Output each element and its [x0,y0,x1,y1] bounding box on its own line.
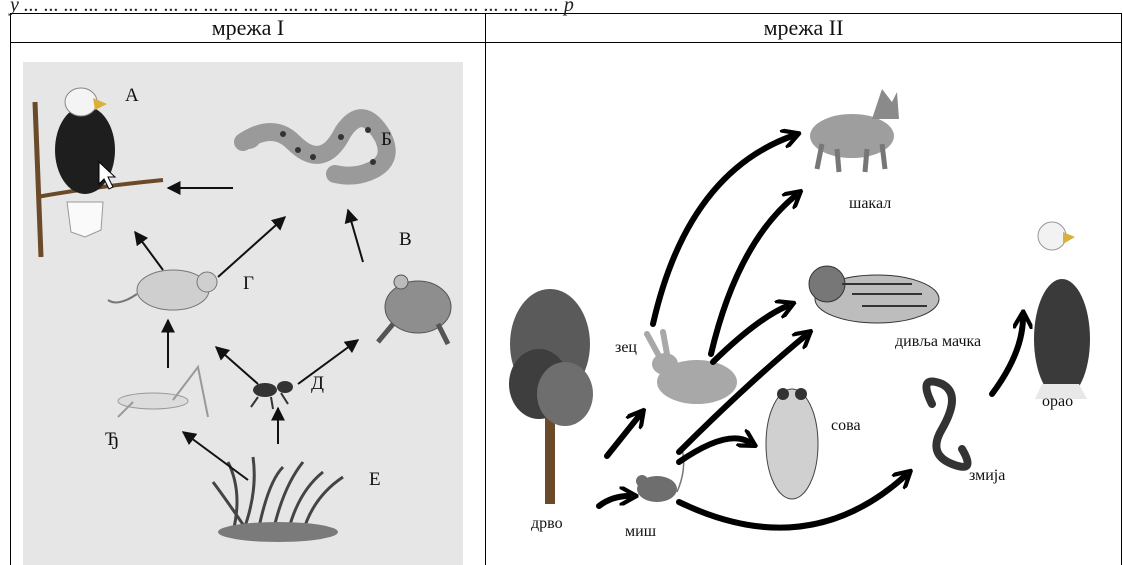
label-A: А [125,86,139,105]
rabbit-icon [647,332,737,404]
eagle-icon-2 [1034,222,1090,399]
grasshopper-icon [118,367,208,417]
food-web-table: мрежа I мрежа II [10,13,1122,565]
label-eagle: орао [1042,394,1073,410]
food-web-1-drawing [23,62,463,565]
label-owl: сова [831,418,861,434]
label-wildcat: дивља мачка [895,334,981,350]
label-snake: змија [969,468,1005,484]
header-web-1: мрежа I [11,14,486,43]
jackal-icon [810,89,899,172]
label-mouse: миш [625,524,656,540]
label-Dj: Ђ [105,430,119,449]
label-jackal: шакал [849,196,891,212]
food-web-2-drawing [487,44,1119,565]
label-V: В [399,230,412,249]
snake-icon-2 [926,382,967,467]
label-rabbit: зец [615,340,637,356]
web-1-arrows [135,188,363,480]
food-web-1-panel: А Б В Г Д Ђ Е [23,62,463,565]
food-web-2-panel: дрво зец миш сова шакал дивља мачка змиј… [487,44,1119,565]
snake-icon [236,118,387,175]
tree-icon [509,289,593,504]
header-web-2: мрежа II [486,14,1121,43]
column-divider [485,14,486,565]
label-E: Е [369,470,381,489]
owl-icon [766,388,818,499]
mouse-icon-2 [636,449,684,502]
cut-off-top-text: у ... ... ... ... ... ... ... ... ... ..… [10,0,574,17]
ant-icon [251,381,293,409]
label-B: Б [381,130,392,149]
frog-icon [378,275,451,344]
mouse-icon [108,270,217,310]
label-tree: дрво [531,516,563,532]
wildcat-icon [809,266,939,323]
label-D: Д [311,374,324,393]
label-G: Г [243,274,254,293]
